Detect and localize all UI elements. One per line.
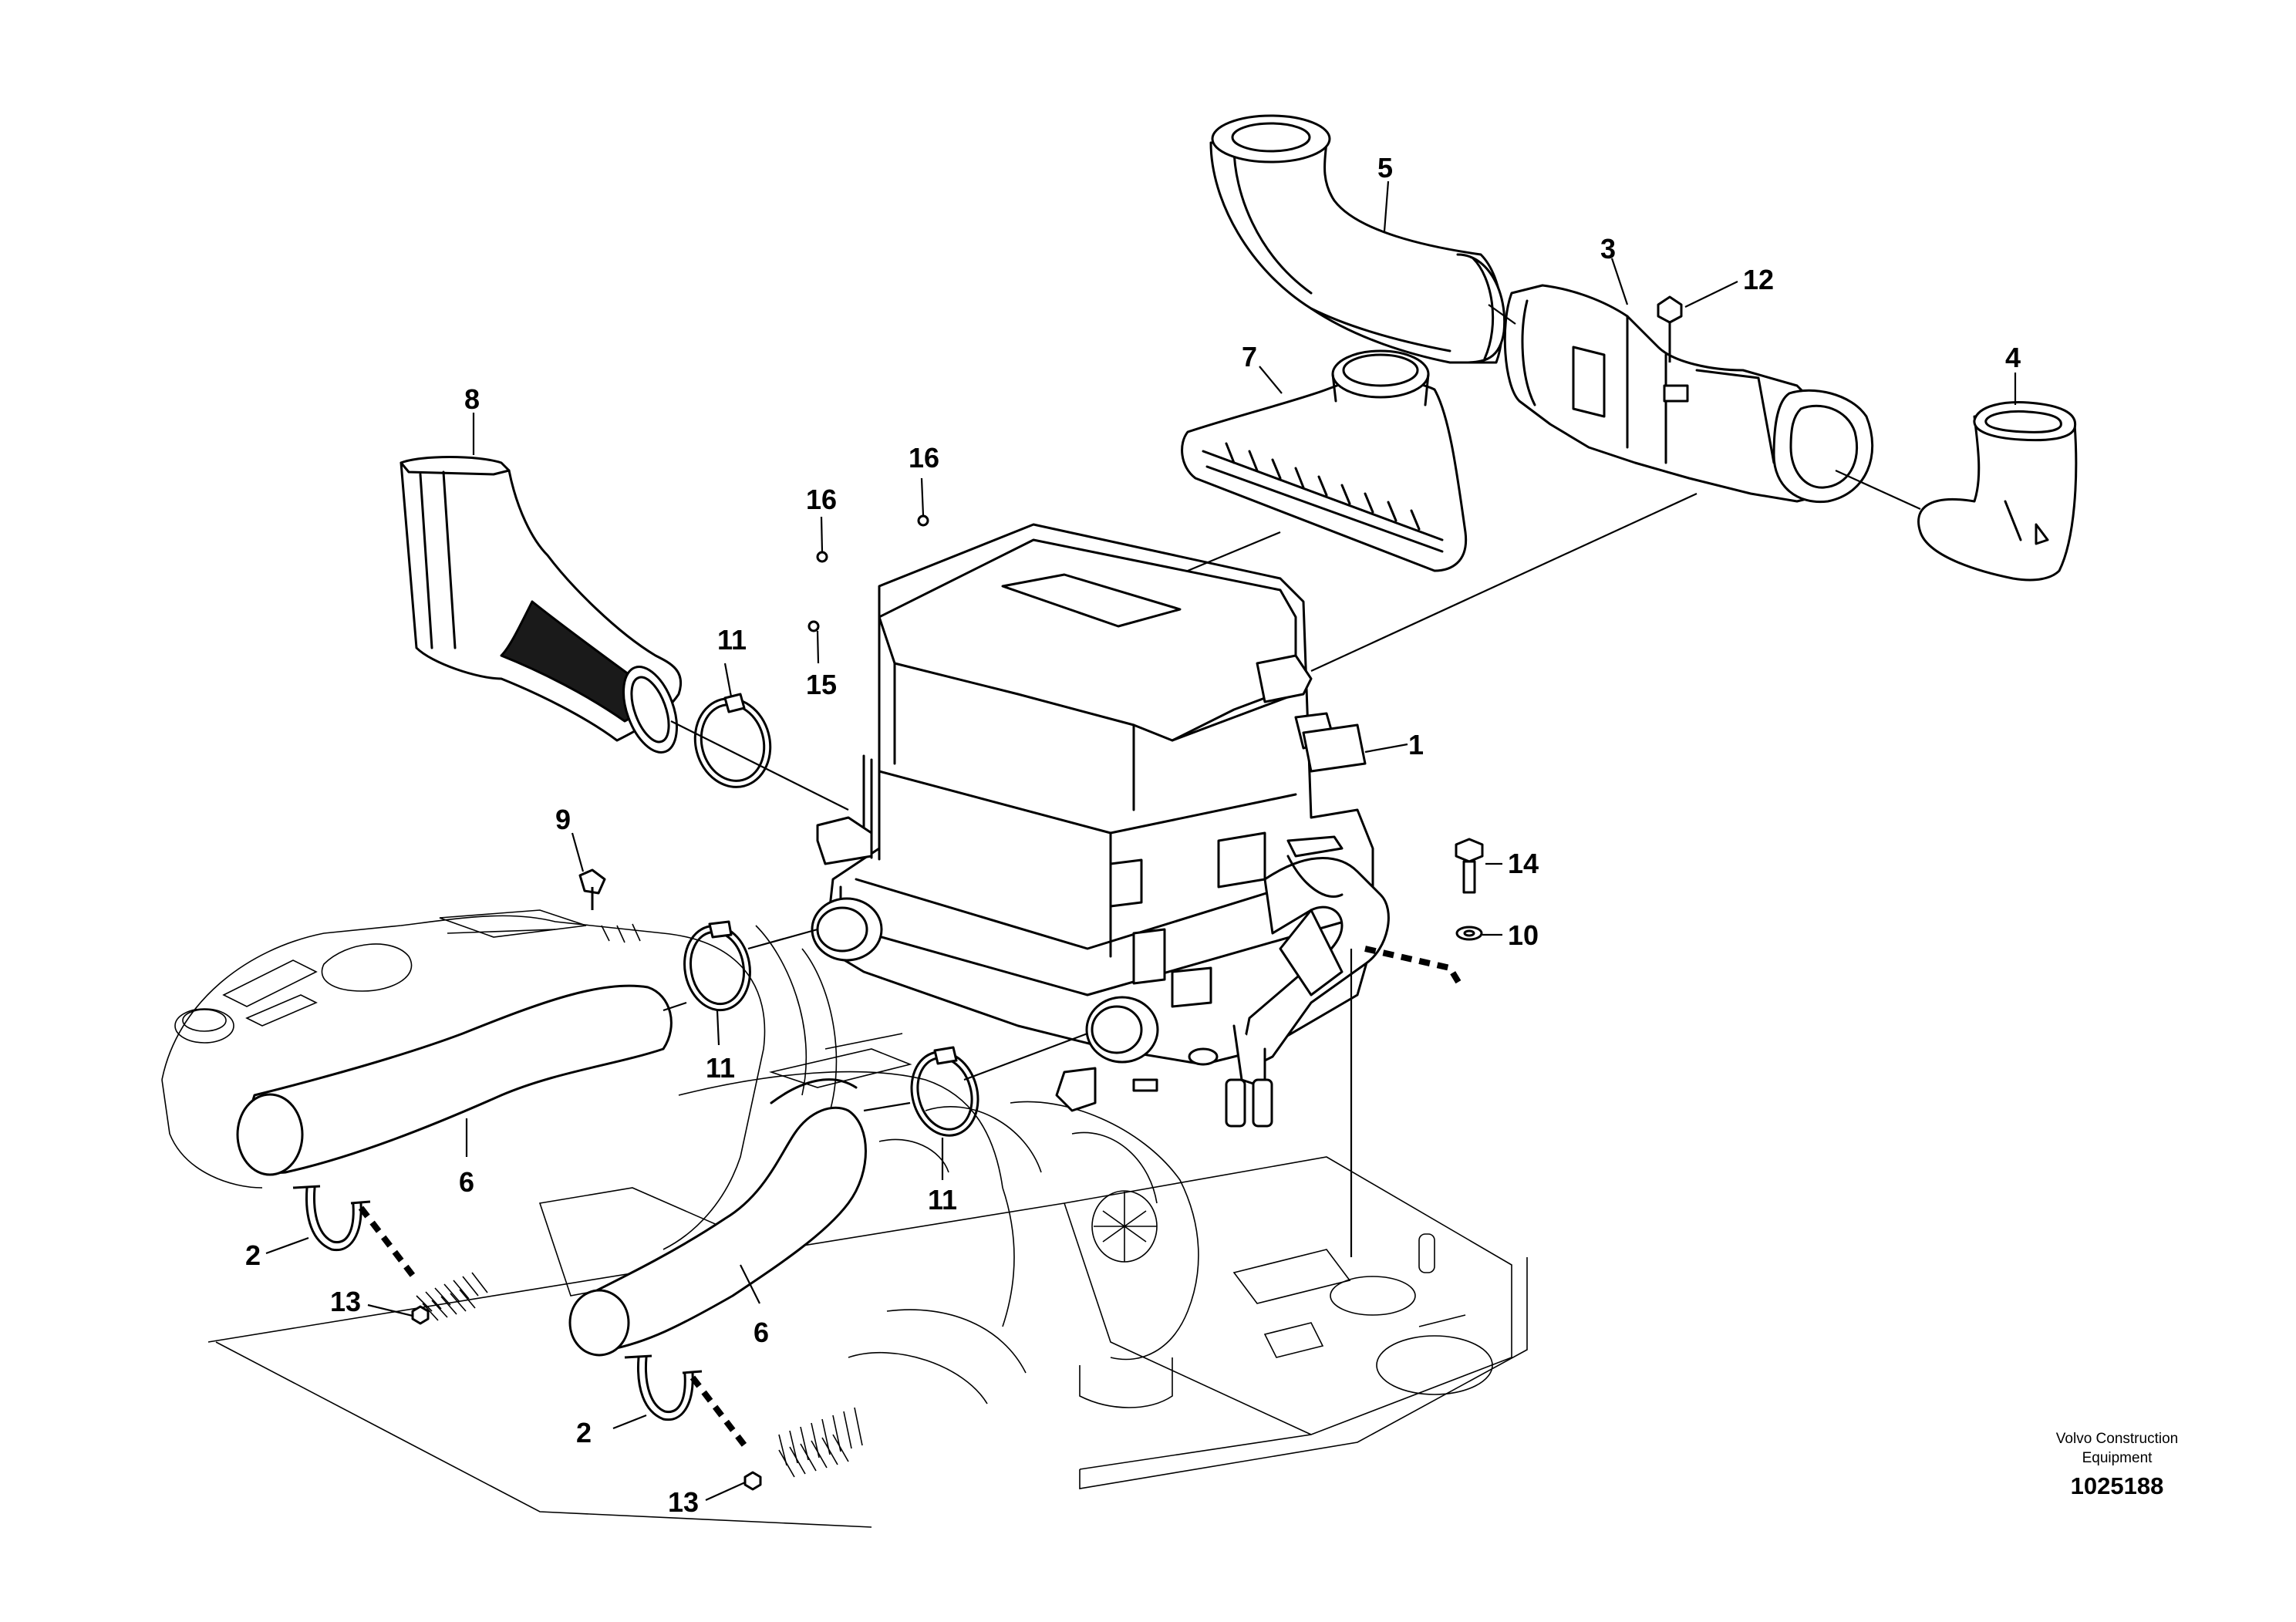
callout-4: 4 — [2005, 342, 2021, 373]
seat-console-outline — [161, 909, 838, 1250]
part-11-clamp-lower — [910, 1046, 979, 1137]
callout-1: 1 — [1408, 729, 1424, 760]
callout-3: 3 — [1600, 233, 1616, 265]
part-2-hanger-left — [292, 1185, 371, 1252]
part-4-outlet-duct — [1917, 401, 2078, 582]
part-3-connector-flange — [1772, 389, 1874, 504]
callout-labels: 1 2 2 3 4 5 6 6 7 8 9 10 11 11 11 12 13 … — [245, 152, 2021, 1518]
document-number: 1025188 — [2071, 1472, 2164, 1499]
part-13-screw-right — [743, 1471, 762, 1491]
callout-10: 10 — [1508, 919, 1539, 951]
cab-floor-frame — [207, 1106, 1528, 1528]
part-16-screw-left — [816, 551, 828, 563]
part-6-hose-lower — [568, 1078, 867, 1357]
part-10-washer — [1455, 926, 1483, 941]
callout-16: 16 — [909, 442, 939, 474]
callout-6: 6 — [754, 1317, 769, 1348]
center-tunnel — [678, 1033, 1199, 1408]
part-15-screw — [807, 620, 820, 632]
callout-14: 14 — [1508, 848, 1539, 879]
part-6-hose-upper — [236, 984, 673, 1176]
callout-15: 15 — [806, 669, 837, 700]
callout-6: 6 — [459, 1166, 474, 1198]
brand-line-2: Equipment — [2082, 1450, 2153, 1466]
dashed-position-lines — [358, 946, 1465, 1452]
part-13-screw-left — [411, 1305, 430, 1325]
part-9-clip — [578, 868, 606, 910]
part-3-connector-duct — [1503, 284, 1829, 503]
part-7-flat-duct — [1181, 349, 1468, 572]
part-2-hanger-right — [624, 1354, 703, 1421]
part-1-heater-unit — [811, 523, 1390, 1128]
callout-7: 7 — [1242, 341, 1257, 373]
callout-11: 11 — [706, 1052, 735, 1084]
callout-11: 11 — [717, 624, 747, 656]
brand-line-1: Volvo Construction — [2056, 1431, 2178, 1447]
callout-8: 8 — [464, 383, 480, 415]
floor-grille-right — [778, 1407, 863, 1478]
part-8-curved-duct — [400, 456, 683, 754]
part-5-air-duct — [1209, 114, 1506, 364]
callout-2: 2 — [245, 1239, 261, 1271]
part-16-screw-right — [917, 514, 929, 527]
callout-13: 13 — [668, 1486, 699, 1518]
callout-9: 9 — [555, 804, 571, 835]
callout-13: 13 — [330, 1286, 361, 1317]
footer-brand: Volvo Construction Equipment 1025188 — [2056, 1431, 2178, 1499]
callout-11: 11 — [928, 1184, 957, 1216]
leader-lines — [265, 180, 2017, 1502]
callout-12: 12 — [1743, 264, 1774, 295]
part-12-screw — [1657, 295, 1683, 363]
part-14-bolt — [1455, 838, 1484, 894]
callout-16: 16 — [806, 484, 837, 515]
callout-5: 5 — [1377, 152, 1393, 184]
callout-2: 2 — [576, 1417, 592, 1448]
part-11-clamp-upper — [693, 693, 772, 788]
floor-grille-left — [416, 1272, 488, 1321]
part-11-clamp-mid — [683, 920, 751, 1012]
